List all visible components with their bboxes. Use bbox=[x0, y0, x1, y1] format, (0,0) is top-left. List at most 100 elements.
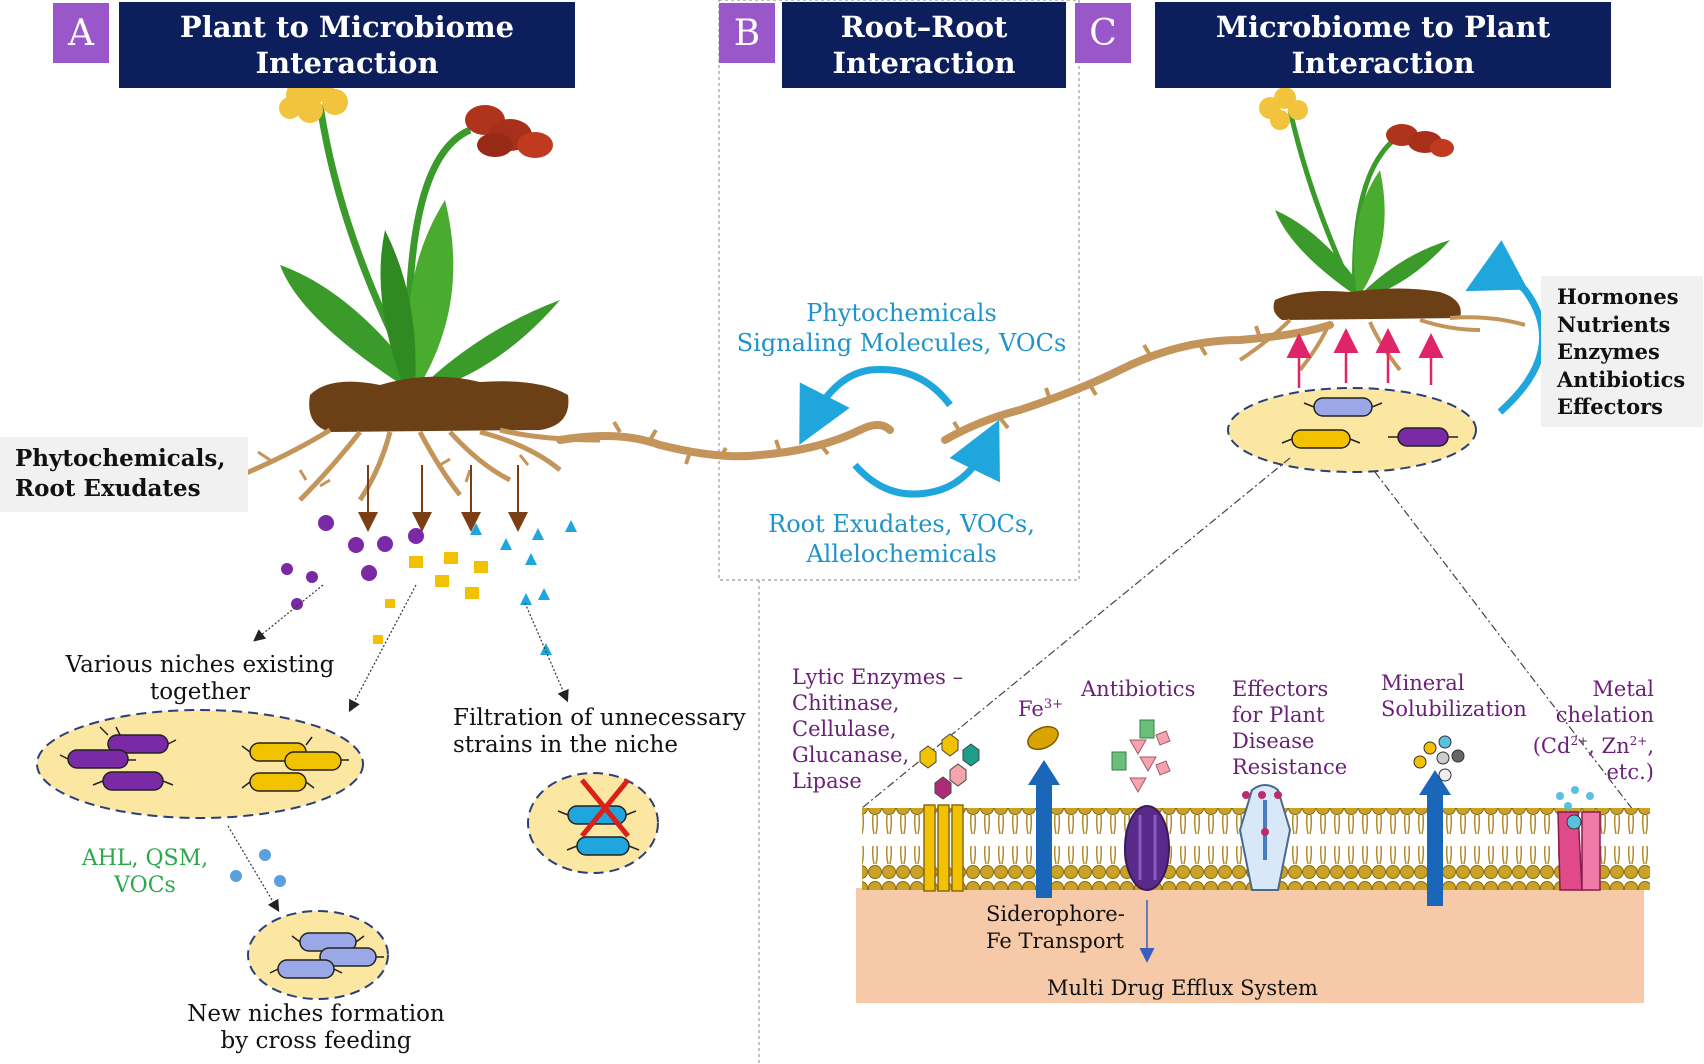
panel-c-letter: C bbox=[1075, 3, 1131, 63]
panel-b-title-line1: Root–Root bbox=[840, 10, 1008, 44]
siderophore-transporter bbox=[1027, 725, 1060, 898]
signals-line1: AHL, QSM, bbox=[81, 846, 209, 871]
soil bbox=[309, 376, 569, 432]
metal-chelation-label: Metal chelation (Cd2+, Zn2+, etc.) bbox=[1530, 676, 1654, 785]
panel-b-title: Root–Root Interaction bbox=[782, 2, 1066, 88]
niches-label: Various niches existing together bbox=[60, 652, 340, 706]
mineral-line: Mineral bbox=[1381, 671, 1465, 695]
signals-label: AHL, QSM, VOCs bbox=[80, 845, 210, 899]
niches-line2: together bbox=[149, 679, 251, 705]
signals-line2: VOCs bbox=[114, 873, 176, 898]
siderophore-line1: Siderophore- bbox=[986, 902, 1125, 926]
leaf bbox=[380, 230, 416, 390]
effectors-line: Resistance bbox=[1232, 755, 1348, 779]
mineral-line: Solubilization bbox=[1381, 697, 1527, 721]
metal-line3: (Cd2+, Zn2+, bbox=[1530, 728, 1654, 759]
list-item: Hormones bbox=[1557, 284, 1679, 309]
panel-a-title-line2: Interaction bbox=[255, 46, 439, 80]
panel-b-bottom-line1: Root Exudates, VOCs, bbox=[768, 510, 1035, 538]
plant-a bbox=[229, 74, 601, 502]
panel-c-title-line1: Microbiome to Plant bbox=[1215, 10, 1551, 44]
metal-comma: , bbox=[1647, 734, 1654, 758]
iron-label: Fe3+ bbox=[1018, 692, 1063, 722]
filtration-label: Filtration of unnecessary strains in the… bbox=[453, 705, 746, 759]
lytic-enzyme-channel bbox=[919, 733, 980, 892]
efflux-pump bbox=[1111, 719, 1171, 963]
niches-line1: Various niches existing bbox=[65, 652, 335, 678]
metal-zn: , Zn bbox=[1588, 734, 1630, 758]
feedback-arrow bbox=[1465, 240, 1547, 415]
siderophore-line2: Fe Transport bbox=[986, 929, 1124, 953]
panel-a-title-line1: Plant to Microbiome bbox=[179, 10, 515, 44]
root-exudates-label: Phytochemicals, Root Exudates bbox=[15, 444, 225, 504]
panel-c-title-line2: Interaction bbox=[1291, 46, 1475, 80]
effectors-label: Effectors for Plant Disease Resistance bbox=[1232, 676, 1347, 780]
panel-b-top-line1: Phytochemicals bbox=[806, 299, 997, 327]
panel-a-title: Plant to Microbiome Interaction bbox=[119, 2, 575, 88]
effector-channel bbox=[1238, 784, 1292, 891]
roots-a bbox=[229, 427, 601, 502]
leaf bbox=[418, 300, 560, 392]
new-niche-cell bbox=[247, 910, 389, 1000]
panel-c-title: Microbiome to Plant Interaction bbox=[1155, 2, 1611, 88]
root-exudates-line2: Root Exudates bbox=[15, 475, 201, 502]
panel-a-letter: A bbox=[53, 3, 109, 63]
panel-c-side-box bbox=[1541, 276, 1703, 427]
metal-line1: Metal bbox=[1592, 677, 1654, 701]
secreted-products-list: Hormones Nutrients Enzymes Antibiotics E… bbox=[1557, 283, 1685, 421]
lytic-line: Chitinase, bbox=[792, 691, 900, 715]
bacterium bbox=[249, 742, 342, 792]
metal-zn-charge: 2+ bbox=[1629, 734, 1648, 748]
panel-a-side-box bbox=[0, 437, 248, 512]
mineral-transporter bbox=[1413, 735, 1465, 906]
iron-symbol: Fe bbox=[1018, 697, 1044, 721]
filtration-cell bbox=[527, 772, 659, 874]
panel-b-top-line2: Signaling Molecules, VOCs bbox=[736, 329, 1067, 357]
new-niche-line1: New niches formation bbox=[187, 1001, 445, 1027]
iron-charge: 3+ bbox=[1043, 697, 1064, 712]
panel-b-title-line2: Interaction bbox=[832, 46, 1016, 80]
panel-b-letter: B bbox=[719, 3, 775, 63]
exchange-cycle-icon bbox=[799, 365, 1000, 498]
filtration-line2: strains in the niche bbox=[453, 732, 678, 758]
leaf bbox=[407, 200, 454, 390]
leaf bbox=[280, 265, 415, 390]
exudate-molecules bbox=[281, 515, 577, 655]
panel-b-bottom-line2: Allelochemicals bbox=[806, 540, 997, 568]
lytic-enzymes-label: Lytic Enzymes – Chitinase, Cellulase, Gl… bbox=[792, 664, 963, 794]
red-flower-a bbox=[465, 105, 553, 158]
lytic-line: Cellulase, bbox=[792, 717, 897, 741]
plant-c bbox=[1238, 87, 1526, 372]
list-item: Enzymes bbox=[1557, 339, 1660, 364]
new-niche-line2: by cross feeding bbox=[220, 1028, 412, 1054]
lytic-line: Glucanase, bbox=[792, 743, 910, 767]
metal-line4: etc.) bbox=[1606, 760, 1655, 784]
efflux-label: Multi Drug Efflux System bbox=[1047, 976, 1318, 1000]
niche-cell-large bbox=[36, 709, 364, 819]
effectors-line: Effectors bbox=[1232, 677, 1329, 701]
metal-cd-charge: 2+ bbox=[1570, 734, 1589, 748]
list-item: Nutrients bbox=[1557, 311, 1671, 337]
panel-b-frame bbox=[718, 0, 1080, 581]
metal-line2: chelation bbox=[1555, 703, 1654, 727]
lytic-line: Lytic Enzymes – bbox=[792, 665, 964, 689]
siderophore-label: Siderophore- Fe Transport bbox=[986, 901, 1125, 955]
effectors-line: for Plant bbox=[1232, 703, 1325, 727]
effectors-line: Disease bbox=[1232, 729, 1315, 753]
bacterium bbox=[67, 734, 169, 791]
filtration-line1: Filtration of unnecessary bbox=[453, 705, 746, 731]
mineral-label: Mineral Solubilization bbox=[1381, 670, 1527, 722]
reject-x-icon bbox=[580, 778, 630, 838]
root-exudates-line1: Phytochemicals, bbox=[15, 445, 226, 472]
list-item: Effectors bbox=[1557, 394, 1663, 419]
lytic-line: Lipase bbox=[792, 769, 862, 793]
new-niche-label: New niches formation by cross feeding bbox=[166, 1001, 466, 1055]
antibiotics-label: Antibiotics bbox=[1081, 677, 1196, 701]
panel-b-top-label: Phytochemicals Signaling Molecules, VOCs bbox=[729, 298, 1074, 358]
microbiome-cell bbox=[1227, 387, 1477, 473]
metal-cd: (Cd bbox=[1532, 734, 1571, 758]
metal-chelation-channel bbox=[1556, 786, 1601, 891]
list-item: Antibiotics bbox=[1557, 366, 1686, 392]
panel-b-bottom-label: Root Exudates, VOCs, Allelochemicals bbox=[729, 509, 1074, 569]
